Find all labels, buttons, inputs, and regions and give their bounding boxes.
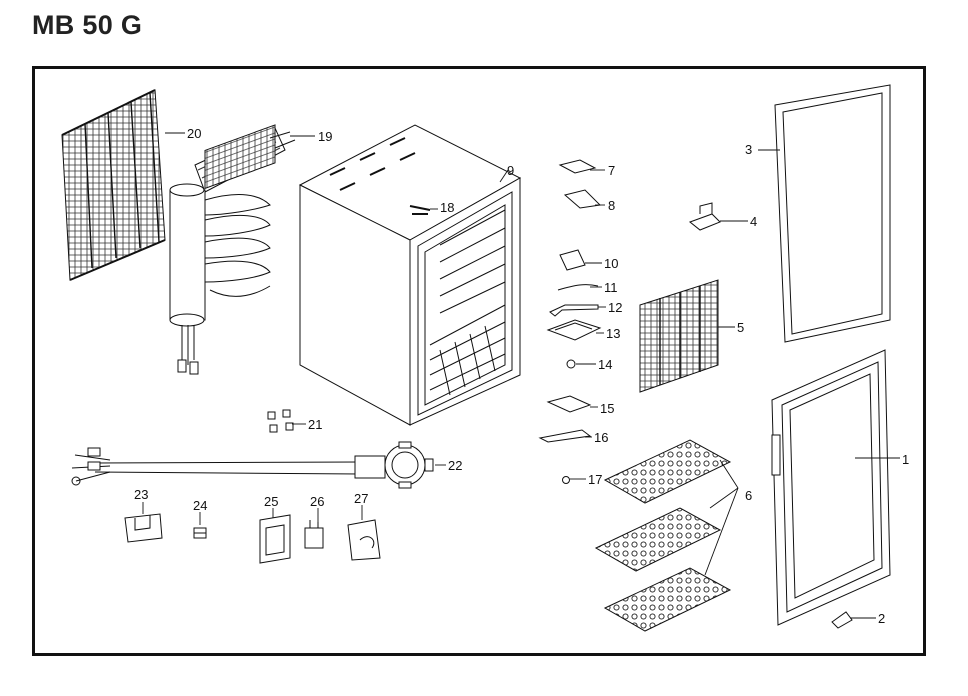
part-5-back-grill bbox=[639, 279, 719, 393]
part-27-starter bbox=[347, 519, 381, 561]
part-2-key bbox=[831, 611, 853, 629]
part-19-evaporator-assembly bbox=[169, 124, 296, 375]
callout-24: 24 bbox=[193, 498, 207, 513]
part-24-clip bbox=[193, 527, 207, 539]
part-12-probe bbox=[549, 304, 599, 317]
part-26-relay bbox=[304, 520, 324, 549]
part-10-plate bbox=[559, 249, 586, 271]
callout-26: 26 bbox=[310, 494, 324, 509]
part-15-light-cover bbox=[546, 395, 592, 413]
callout-labels: 20 19 3 4 5 1 2 6 7 8 9 10 11 12 13 14 1… bbox=[134, 126, 909, 626]
part-13-thermostat bbox=[546, 319, 602, 341]
part-16-sensor bbox=[538, 429, 592, 443]
callout-5: 5 bbox=[737, 320, 744, 335]
part-8-hinge bbox=[563, 189, 602, 209]
callout-2: 2 bbox=[878, 611, 885, 626]
callout-6: 6 bbox=[745, 488, 752, 503]
callout-16: 16 bbox=[594, 430, 608, 445]
callout-1: 1 bbox=[902, 452, 909, 467]
part-14-knob bbox=[566, 359, 576, 369]
callout-23: 23 bbox=[134, 487, 148, 502]
part-1-glass-door bbox=[771, 349, 891, 626]
callout-20: 20 bbox=[187, 126, 201, 141]
callout-19: 19 bbox=[318, 129, 332, 144]
callout-10: 10 bbox=[604, 256, 618, 271]
part-6-shelves bbox=[594, 439, 732, 632]
part-20-condenser-grill bbox=[61, 89, 166, 281]
callout-22: 22 bbox=[448, 458, 462, 473]
callout-21: 21 bbox=[308, 417, 322, 432]
callout-18: 18 bbox=[440, 200, 454, 215]
part-21-feet bbox=[267, 409, 294, 433]
part-25-control-board bbox=[259, 514, 291, 564]
part-3-door-gasket bbox=[774, 84, 891, 343]
part-4-bracket bbox=[688, 202, 721, 231]
part-9-cabinet bbox=[298, 124, 522, 426]
leader-lines bbox=[142, 132, 900, 619]
part-23-bracket bbox=[124, 513, 163, 543]
diagram-frame bbox=[32, 66, 926, 656]
callout-9: 9 bbox=[507, 163, 514, 178]
callout-12: 12 bbox=[608, 300, 622, 315]
callout-14: 14 bbox=[598, 357, 612, 372]
callout-25: 25 bbox=[264, 494, 278, 509]
callout-3: 3 bbox=[745, 142, 752, 157]
diagram-title: MB 50 G bbox=[32, 10, 143, 40]
part-17-screw bbox=[562, 476, 570, 484]
callout-11: 11 bbox=[604, 280, 618, 295]
callout-7: 7 bbox=[608, 163, 615, 178]
callout-4: 4 bbox=[750, 214, 757, 229]
callout-17: 17 bbox=[588, 472, 602, 487]
part-22-power-cord bbox=[71, 441, 434, 489]
part-7-hinge bbox=[558, 159, 597, 174]
part-11-wire bbox=[557, 284, 599, 291]
callout-27: 27 bbox=[354, 491, 368, 506]
callout-15: 15 bbox=[600, 401, 614, 416]
callout-13: 13 bbox=[606, 326, 620, 341]
callout-8: 8 bbox=[608, 198, 615, 213]
